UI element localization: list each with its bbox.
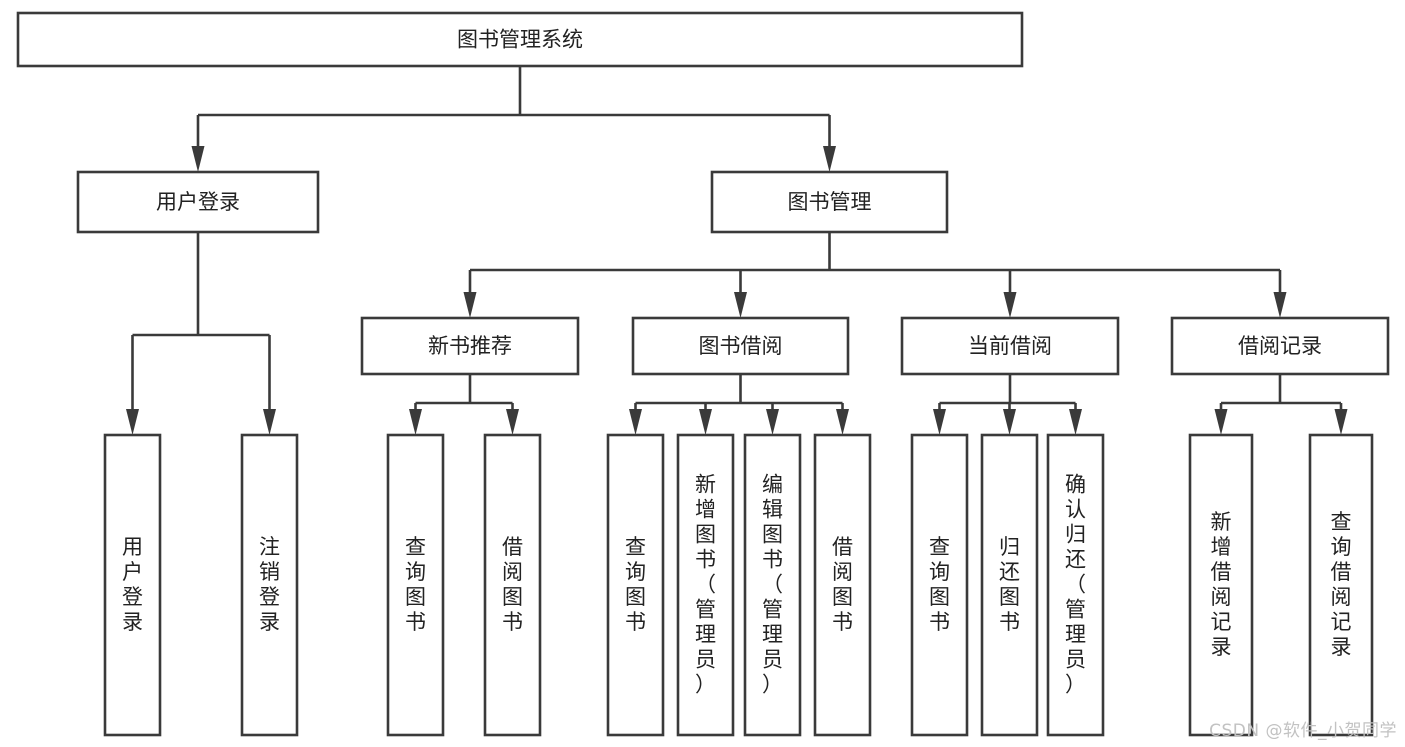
book-mgmt-arrow-1-head [734, 292, 747, 318]
node-新增图书管理员-leaf[interactable] [676, 433, 735, 737]
l3-label-2: 当前借阅 [968, 334, 1052, 358]
node-图书借阅-l3[interactable] [631, 316, 850, 376]
csdn-watermark: CSDN @软件_小贺同学 [1209, 721, 1397, 741]
l3-label-0: 新书推荐 [428, 334, 512, 358]
current_borrow-arrow-2-head [1069, 409, 1082, 435]
new_book_recommend-leaf-label-1: 借阅图书 [502, 535, 523, 634]
borrow_record-arrow-1-head [1334, 409, 1348, 435]
user-login-arrow-1-head [263, 409, 276, 435]
node-借阅图书-leaf[interactable] [813, 433, 872, 737]
user-login-arrow-0-head [126, 409, 139, 435]
node-新增借阅记录-leaf[interactable] [1188, 433, 1254, 737]
connector-layer [126, 66, 1348, 435]
user_login-leaf-label-1: 注销登录 [259, 535, 280, 634]
node-借阅图书-leaf[interactable] [483, 433, 542, 737]
node-确认归还管理员-leaf[interactable] [1046, 433, 1105, 737]
book-mgmt-arrow-3-head [1273, 292, 1287, 318]
borrow_record-leaf-label-0: 新增借阅记录 [1211, 510, 1232, 659]
root-arrow-1-head [823, 146, 836, 172]
node-查询图书-leaf[interactable] [386, 433, 445, 737]
new_book_recommend-arrow-1-head [506, 409, 519, 435]
node-当前借阅-l3[interactable] [900, 316, 1120, 376]
book-mgmt-arrow-2-head [1003, 292, 1017, 318]
node-用户登录-leaf[interactable] [103, 433, 162, 737]
node-查询图书-leaf[interactable] [606, 433, 665, 737]
node-用户登录-l2[interactable] [76, 170, 320, 234]
current_borrow-leaf-label-1: 归还图书 [999, 535, 1020, 634]
user_login-leaf-label-0: 用户登录 [122, 535, 143, 634]
node-图书管理-l2[interactable] [710, 170, 949, 234]
node-图书管理系统-root[interactable] [16, 11, 1024, 68]
current_borrow-arrow-1-head [1003, 409, 1016, 435]
borrow_record-leaf-label-1: 查询借阅记录 [1331, 510, 1352, 659]
book_borrow-leaf-label-2: 编辑图书（管理员） [762, 473, 783, 697]
new_book_recommend-arrow-0-head [409, 409, 422, 435]
node-归还图书-leaf[interactable] [980, 433, 1039, 737]
node-新书推荐-l3[interactable] [360, 316, 580, 376]
l3-label-1: 图书借阅 [699, 334, 783, 358]
book_borrow-arrow-3-head [836, 409, 849, 435]
l3-label-3: 借阅记录 [1238, 334, 1322, 358]
node-编辑图书管理员-leaf[interactable] [743, 433, 802, 737]
book_borrow-leaf-label-3: 借阅图书 [832, 535, 853, 634]
l2-label-1: 图书管理 [788, 190, 872, 214]
current_borrow-leaf-label-2: 确认归还（管理员） [1065, 473, 1086, 697]
book_borrow-arrow-0-head [629, 409, 642, 435]
book_borrow-arrow-1-head [699, 409, 712, 435]
node-注销登录-leaf[interactable] [240, 433, 299, 737]
new_book_recommend-leaf-label-0: 查询图书 [405, 535, 426, 634]
book_borrow-arrow-2-head [766, 409, 779, 435]
node-layer: 图书管理系统用户登录图书管理新书推荐图书借阅当前借阅借阅记录用户登录注销登录查询… [16, 11, 1390, 737]
book_borrow-leaf-label-0: 查询图书 [625, 535, 646, 634]
node-查询图书-leaf[interactable] [910, 433, 969, 737]
current_borrow-arrow-0-head [933, 409, 946, 435]
borrow_record-arrow-0-head [1214, 409, 1228, 435]
root-label: 图书管理系统 [457, 28, 583, 52]
book_borrow-leaf-label-1: 新增图书（管理员） [695, 473, 716, 697]
root-arrow-0-head [191, 146, 205, 172]
l2-label-0: 用户登录 [156, 190, 240, 214]
node-借阅记录-l3[interactable] [1170, 316, 1390, 376]
node-查询借阅记录-leaf[interactable] [1308, 433, 1374, 737]
book-mgmt-arrow-0-head [463, 292, 477, 318]
current_borrow-leaf-label-0: 查询图书 [929, 535, 950, 634]
